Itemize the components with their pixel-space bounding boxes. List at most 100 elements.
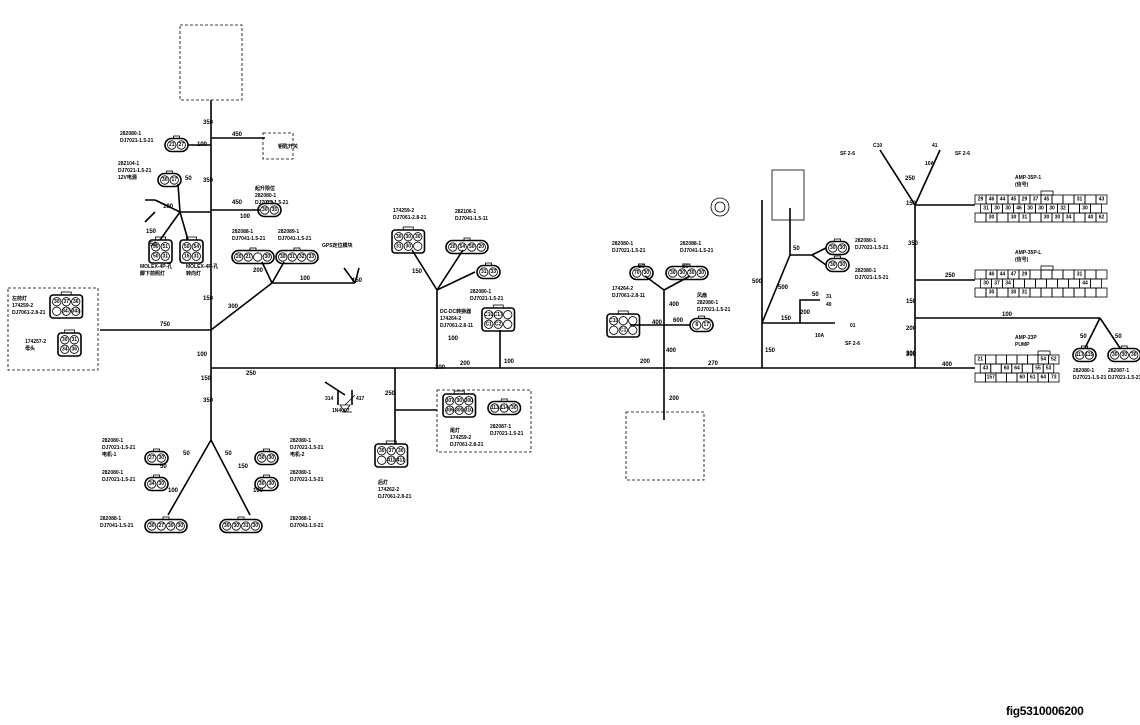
connector-pin (176, 140, 186, 150)
pin-number: 34 (1005, 281, 1011, 287)
pin-number: 30 (264, 254, 270, 260)
amp-cavity (1073, 212, 1086, 223)
connector-label: DJ7041-1.5-21 (680, 248, 714, 254)
pin-number: 30 (1005, 206, 1011, 212)
connector-latch (385, 440, 397, 445)
connector-pin (60, 335, 70, 345)
pin-number: C2 (495, 321, 502, 327)
connector-label: DJ7021-1.5-21 (1108, 375, 1140, 381)
pin-number: 50 (153, 253, 159, 259)
pin-number: 30 (1049, 206, 1055, 212)
pin-number: 64 (1040, 375, 1046, 381)
connector-pin (175, 521, 185, 531)
diode-label: 1N4007 (332, 408, 350, 414)
pin-number: 30 (1112, 352, 1118, 358)
fuse-rating-label: 10A (815, 333, 825, 339)
segment-length-label: 150 (203, 296, 214, 302)
segment-length-label: 200 (669, 396, 680, 402)
connector-label: 282080-1 (120, 131, 141, 137)
connector-pin (222, 521, 232, 531)
connector-pin (69, 335, 79, 345)
amp-cavity (995, 372, 1007, 383)
pin-number: 30 (989, 215, 995, 221)
pin-number: 73 (1051, 375, 1057, 381)
connector-latch (1040, 265, 1054, 271)
amp-cavity (1040, 287, 1053, 298)
connector-label: DJ7041-1.5-21 (290, 523, 324, 529)
connector-label: 282088-1 (290, 516, 311, 522)
connector-pin (413, 232, 423, 242)
pin-number: 300 (455, 407, 464, 413)
segment-length-label: 500 (778, 285, 789, 291)
segment-length-label: 250 (905, 176, 916, 182)
connector-pin (257, 479, 267, 489)
segment-length-label: 50 (1115, 334, 1122, 340)
segment-length-label: 150 (765, 348, 776, 354)
segment-length-label: 150 (906, 299, 917, 305)
connector-pin (464, 396, 474, 406)
amp-cavity (1095, 212, 1108, 223)
connector-pin (61, 306, 71, 316)
pin-number: 343 (72, 308, 81, 314)
pin-number: 31 (481, 269, 487, 275)
connector-pin (457, 242, 467, 252)
connector-pin (243, 252, 253, 262)
connector-pin (632, 268, 642, 278)
pin-number: 17 (171, 177, 177, 183)
segment-length-label: 150 (201, 376, 212, 382)
pin-number: 30 (233, 523, 239, 529)
pin-number: 30 (511, 405, 517, 411)
connector-latch (1037, 350, 1051, 356)
amp-cavity (1068, 278, 1080, 289)
pin-number: 29 (978, 197, 984, 203)
connector-pin (509, 403, 519, 413)
pin-number: 20 (236, 254, 242, 260)
connector-pin (677, 268, 687, 278)
connector-latch (463, 237, 471, 241)
connector-pin (147, 521, 157, 531)
connector-pin (166, 521, 176, 531)
pin-number: 34 (149, 481, 155, 487)
fuse-3-label: SF 2-6 (845, 341, 860, 347)
segment-length-label: 300 (906, 352, 917, 358)
amp-title: AMP-35P-L (1015, 250, 1041, 256)
connector-label: DJ7021-1.5-21 (697, 307, 731, 313)
connector-label: DJ7021-1.5-21 (490, 431, 524, 437)
pin-number: 34 (62, 346, 68, 352)
pin-number: 30 (62, 337, 68, 343)
